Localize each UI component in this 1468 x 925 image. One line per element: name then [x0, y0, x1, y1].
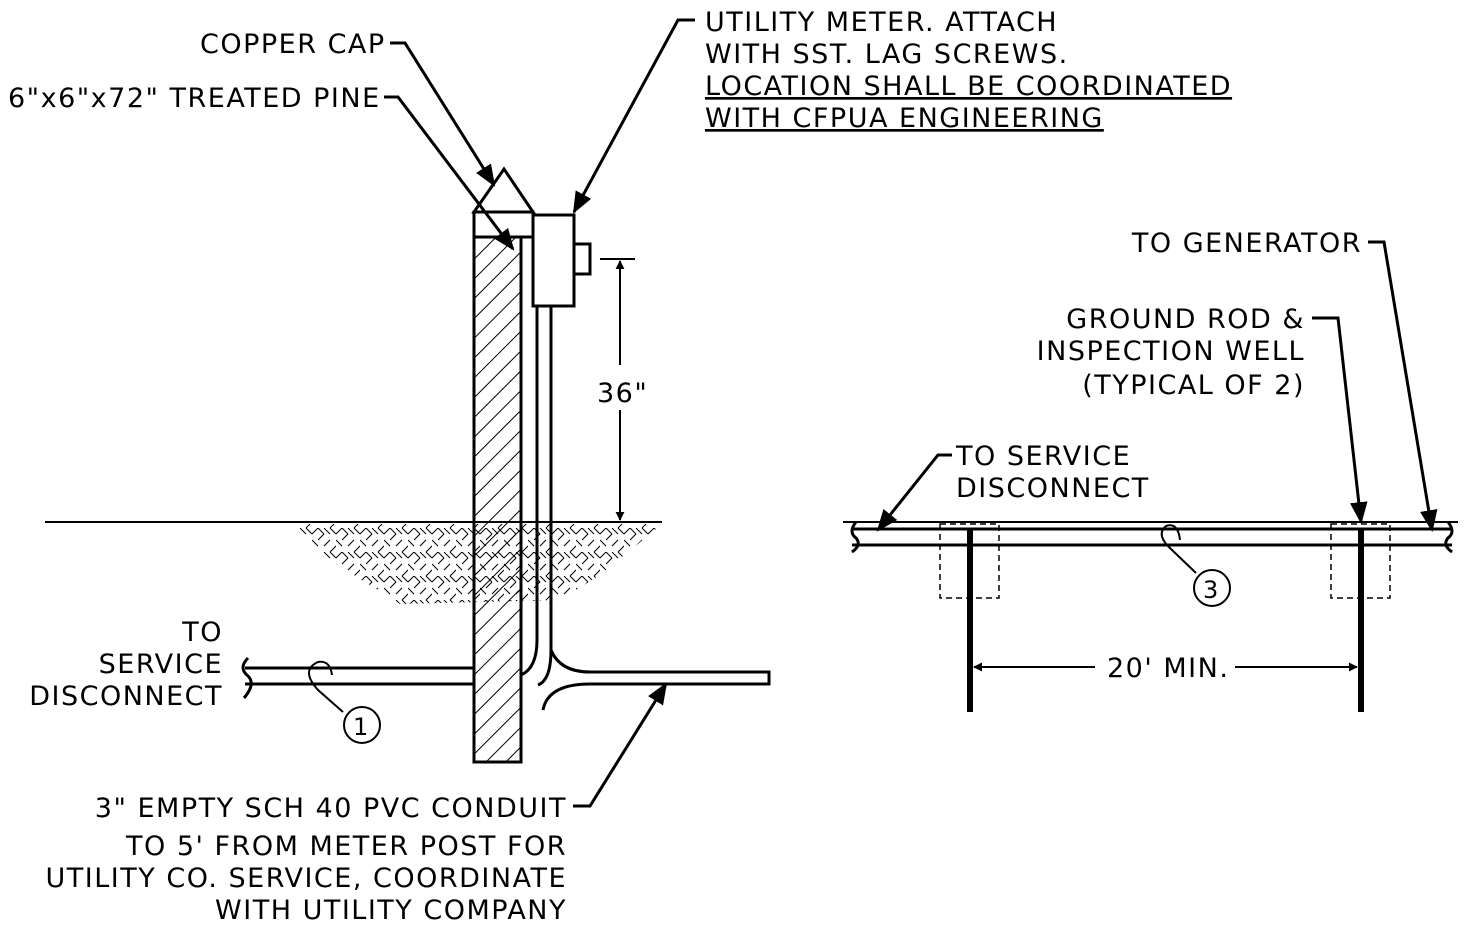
left-service-line3: DISCONNECT — [29, 681, 223, 712]
ground-rod-plan-detail: 20' MIN. 3 TO GENERATOR GROUND ROD & INS… — [843, 228, 1458, 712]
utility-meter-leader — [572, 18, 695, 214]
post-top-block — [472, 210, 535, 239]
meter-note-line3: LOCATION SHALL BE COORDINATED — [705, 71, 1232, 102]
ground-rod-leader — [1312, 316, 1368, 525]
meter-knob — [572, 242, 592, 276]
callout-3-number: 3 — [1203, 576, 1220, 604]
right-service-leader — [876, 453, 952, 532]
meter-note-line2: WITH SST. LAG SCREWS. — [705, 39, 1069, 70]
ground-rod-line1: GROUND ROD & — [1066, 304, 1305, 335]
break-line-left — [241, 656, 253, 699]
ground-rod-line2: INSPECTION WELL — [1037, 336, 1305, 367]
meter-note-line1: UTILITY METER. ATTACH — [705, 7, 1058, 38]
callout-3-leader — [1160, 524, 1197, 574]
copper-cap-leader — [390, 41, 496, 187]
meter-note-line4: WITH CFPUA ENGINEERING — [705, 103, 1104, 134]
left-service-line2: SERVICE — [99, 649, 223, 680]
meter-conduit-outer — [537, 306, 553, 687]
conduit-leader — [573, 682, 668, 808]
break-line-right-a — [850, 521, 860, 554]
callout-1-number: 1 — [353, 713, 370, 741]
conduit-note-line2: TO 5' FROM METER POST FOR — [125, 831, 567, 862]
copper-cap-label: COPPER CAP — [200, 29, 386, 60]
spacing-dimension-label: 20' MIN. — [1107, 653, 1229, 684]
sweep-right-conduit — [541, 649, 771, 711]
right-service-line2: DISCONNECT — [956, 473, 1150, 504]
treated-pine-leader — [384, 95, 515, 251]
conduit-note-line4: WITH UTILITY COMPANY — [215, 895, 567, 925]
conduit-note-line1: 3" EMPTY SCH 40 PVC CONDUIT — [95, 793, 567, 824]
callout-3-bubble — [1193, 569, 1231, 607]
break-line-right-b — [1444, 521, 1454, 554]
service-conduit-left — [245, 666, 474, 686]
treated-pine-label: 6"x6"x72" TREATED PINE — [8, 83, 381, 114]
callout-1-leader — [308, 660, 344, 713]
ground-rod-line3: (TYPICAL OF 2) — [1082, 370, 1305, 401]
utility-meter-box — [531, 213, 576, 308]
right-service-line1: TO SERVICE — [955, 441, 1131, 472]
meter-post-elevation: 36" 1 COPPER CAP 6"x6"x72" TREATED PINE … — [8, 7, 1232, 925]
callout-1-bubble — [343, 706, 381, 744]
conduit-note-line3: UTILITY CO. SERVICE, COORDINATE — [46, 863, 567, 894]
meter-conduit — [520, 306, 539, 677]
to-generator-leader — [1368, 240, 1438, 533]
copper-cap-shape — [471, 166, 536, 214]
height-dimension-label: 36" — [597, 378, 648, 409]
treated-pine-post — [472, 235, 523, 764]
left-service-line1: TO — [181, 617, 223, 648]
to-generator-label: TO GENERATOR — [1131, 228, 1362, 259]
